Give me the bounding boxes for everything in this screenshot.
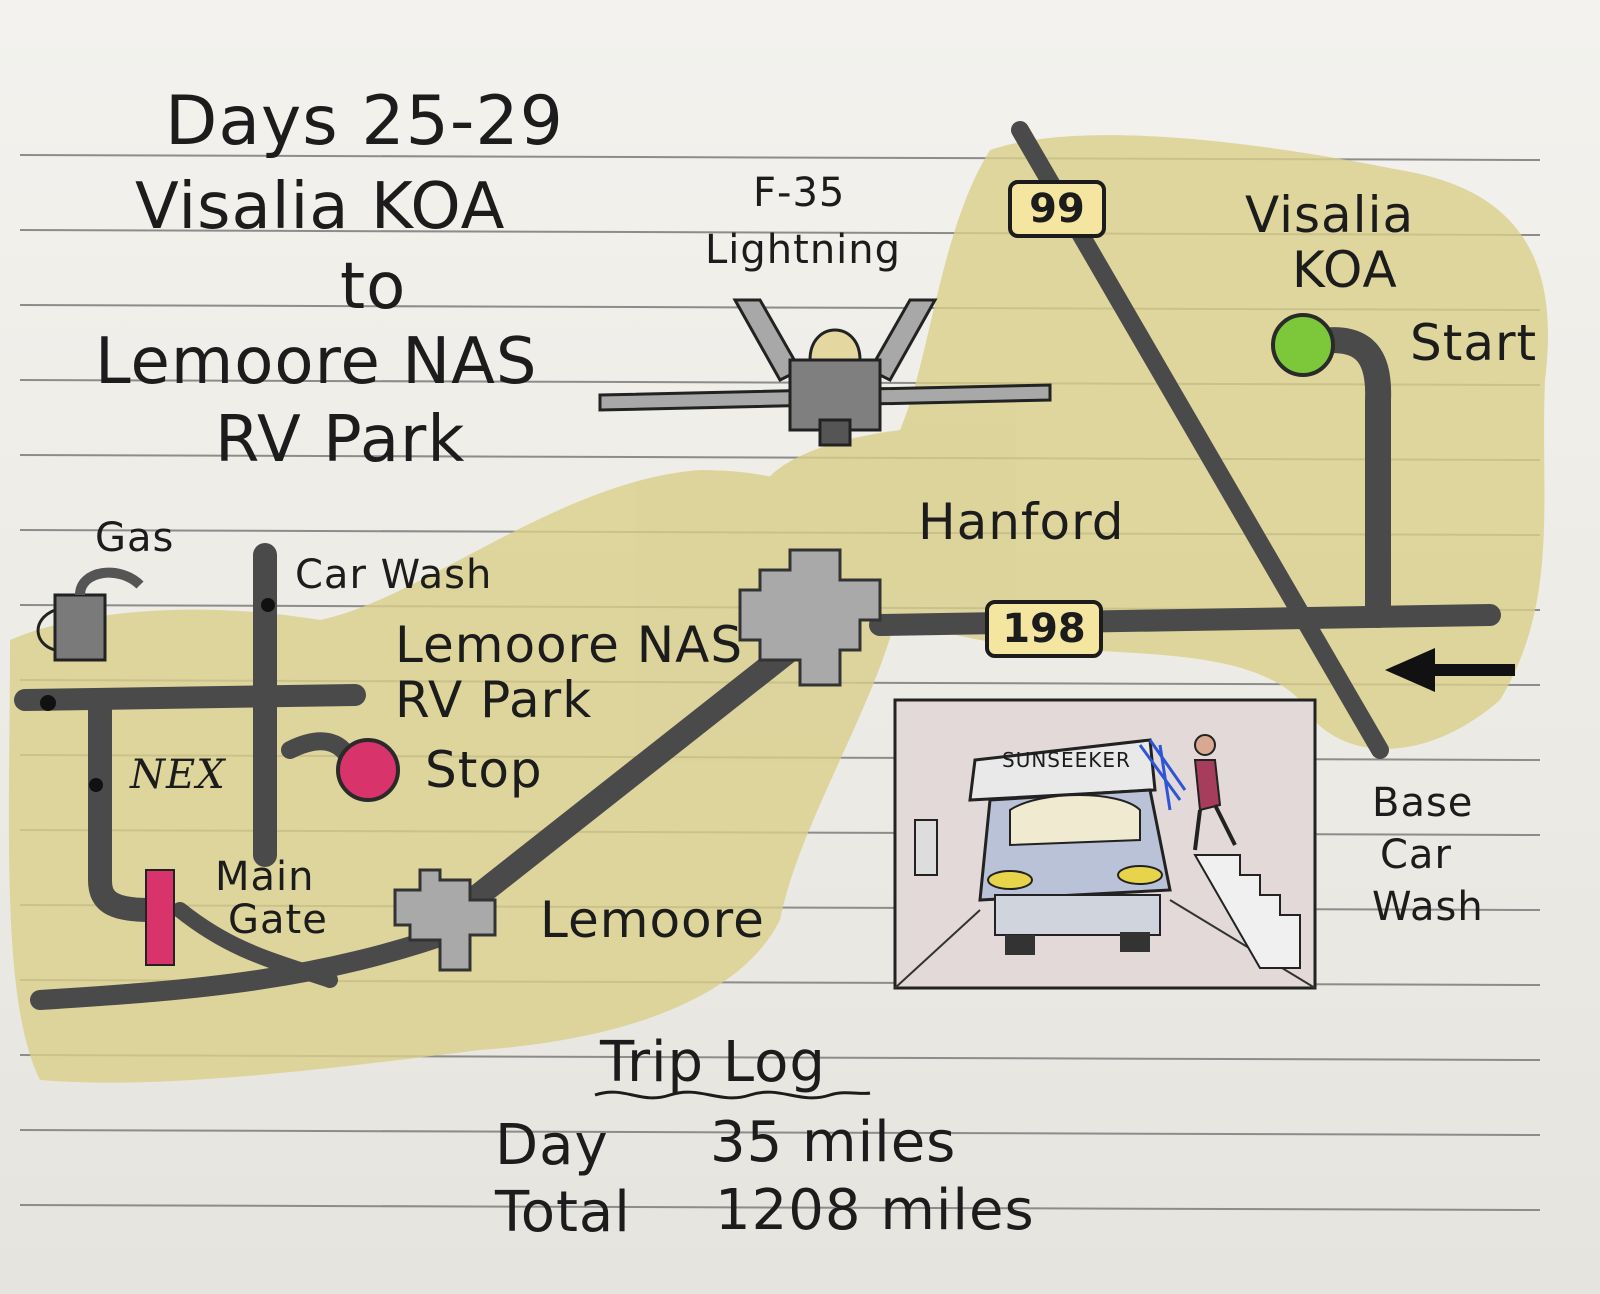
start-label: Start	[1410, 314, 1538, 372]
title-origin: Visalia KOA	[135, 170, 506, 244]
highway-198-shield: 198	[985, 600, 1103, 658]
main-gate-marker	[145, 869, 175, 966]
visalia-koa-label-line2: KOA	[1292, 241, 1398, 299]
car-wash-illustration	[893, 698, 1317, 990]
f35-jet-icon	[598, 298, 1052, 447]
lower-highway-road	[30, 920, 470, 1010]
car-wash-label: Car Wash	[295, 552, 493, 598]
base-dot	[40, 695, 56, 711]
hanford-town-shape	[738, 548, 882, 687]
base-car-wash-label-line1: Base	[1372, 780, 1474, 826]
direction-arrow-icon	[1385, 648, 1515, 692]
trip-log-heading: Trip Log	[600, 1030, 826, 1095]
start-marker	[1271, 313, 1335, 377]
watercolor-wash	[8, 135, 1549, 1083]
gas-label: Gas	[95, 515, 175, 561]
highway-99-shield: 99	[1008, 180, 1106, 238]
nex-label: NEX	[130, 752, 226, 798]
trip-log-day-label: Day	[495, 1113, 609, 1178]
gas-pump-icon	[36, 567, 144, 662]
aircraft-label-name: Lightning	[705, 227, 902, 273]
stop-label: Stop	[425, 741, 543, 799]
title-destination-line1: Lemoore NAS	[95, 325, 538, 399]
base-dot	[261, 598, 275, 612]
main-gate-label-line2: Gate	[228, 897, 328, 943]
base-dot	[89, 778, 103, 792]
nas-rv-park-label-line2: RV Park	[395, 671, 593, 729]
trip-log-total-value: 1208 miles	[715, 1178, 1035, 1243]
nas-rv-park-label-line1: Lemoore NAS	[395, 616, 744, 674]
visalia-koa-label-line1: Visalia	[1245, 186, 1415, 244]
trip-log-total-label: Total	[495, 1180, 631, 1245]
lemoore-town-shape	[393, 868, 497, 972]
aircraft-label-model: F-35	[753, 170, 846, 216]
trip-log-day-value: 35 miles	[710, 1110, 957, 1175]
hanford-lemoore-road	[448, 638, 802, 922]
base-car-wash-label-line2: Car	[1380, 832, 1452, 878]
trip-log-underline	[594, 1090, 871, 1100]
title-destination-line2: RV Park	[215, 403, 466, 477]
lemoore-label: Lemoore	[540, 891, 765, 949]
rv-brand-sign: SUNSEEKER	[1002, 748, 1131, 772]
base-car-wash-label-line3: Wash	[1372, 884, 1484, 930]
hanford-label: Hanford	[918, 493, 1125, 551]
highway-198-road	[869, 604, 1501, 636]
title-to: to	[340, 250, 407, 324]
title-days: Days 25-29	[165, 82, 564, 161]
main-gate-label-line1: Main	[215, 854, 315, 900]
stop-marker	[336, 738, 400, 802]
